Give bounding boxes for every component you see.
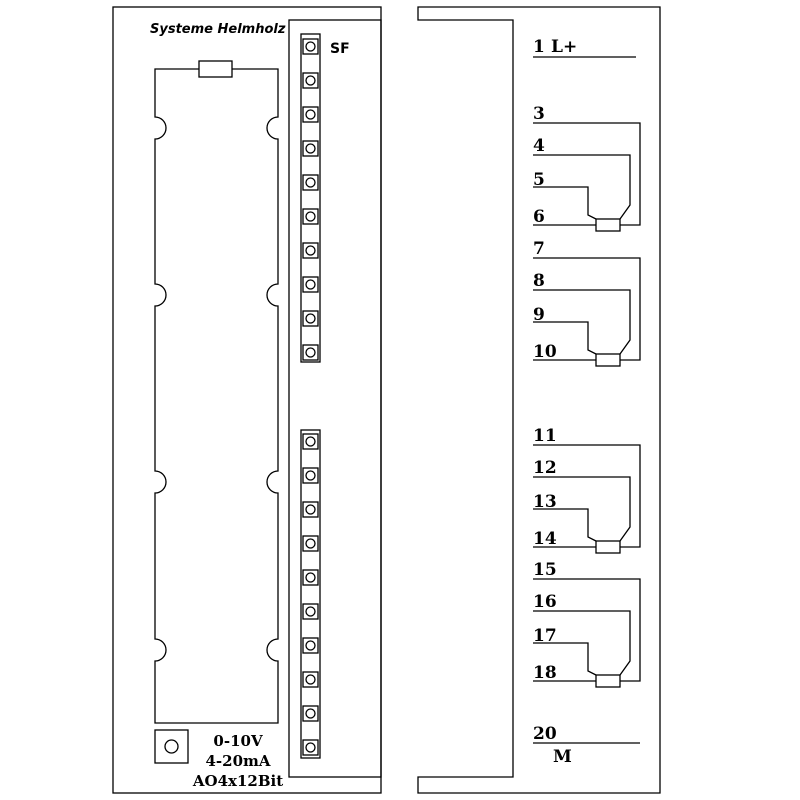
channel-2-sense-wire — [533, 289, 631, 355]
channel-3-signal-wire — [533, 508, 597, 542]
reset-button-circle-icon — [164, 739, 179, 754]
channel-3-outer-wire — [533, 444, 641, 548]
terminal-lplus-label: L+ — [551, 37, 577, 57]
terminal-11-number: 11 — [533, 426, 557, 446]
terminal-8-number: 8 — [533, 271, 545, 291]
led-top-6 — [302, 208, 319, 225]
terminal-cover-outline — [417, 6, 661, 794]
led-bottom-3 — [302, 501, 319, 518]
terminal-3-number: 3 — [533, 104, 545, 124]
terminal-9-number: 9 — [533, 305, 545, 325]
led-bottom-4 — [302, 535, 319, 552]
channel-4-outer-wire — [533, 578, 641, 682]
led-bottom-10 — [302, 739, 319, 756]
led-bottom-8-icon — [305, 674, 316, 685]
spec-current: 4-20mA — [205, 752, 270, 770]
terminal-7-number: 7 — [533, 239, 545, 259]
label-strip-cavity — [154, 68, 279, 724]
sf-label: SF — [330, 41, 350, 57]
led-top-9 — [302, 310, 319, 327]
spec-resolution: AO4x12Bit — [192, 772, 283, 790]
led-top-8-icon — [305, 279, 316, 290]
led-top-7-icon — [305, 245, 316, 256]
led-top-1-icon — [305, 41, 316, 52]
led-bottom-4-icon — [305, 538, 316, 549]
terminal-6-number: 6 — [533, 207, 545, 227]
channel-4-sense-wire — [533, 610, 631, 676]
led-bottom-7-icon — [305, 640, 316, 651]
channel-1-resistor-icon — [595, 218, 621, 232]
led-top-3-icon — [305, 109, 316, 120]
terminal-12-number: 12 — [533, 458, 557, 478]
led-bottom-1 — [302, 433, 319, 450]
terminal-4-number: 4 — [533, 136, 545, 156]
channel-3-sense-wire — [533, 476, 631, 542]
led-top-9-icon — [305, 313, 316, 324]
led-bottom-6 — [302, 603, 319, 620]
led-top-2-icon — [305, 75, 316, 86]
led-column-top — [300, 33, 321, 363]
led-bottom-1-icon — [305, 436, 316, 447]
channel-1-signal-wire — [533, 186, 597, 220]
led-bottom-6-icon — [305, 606, 316, 617]
led-top-5 — [302, 174, 319, 191]
led-bottom-7 — [302, 637, 319, 654]
led-top-4-icon — [305, 143, 316, 154]
led-strip-panel — [288, 19, 382, 778]
channel-2-wiring: 7 8 9 10 — [533, 239, 641, 367]
spec-voltage: 0-10V — [213, 732, 263, 750]
led-top-6-icon — [305, 211, 316, 222]
led-top-8 — [302, 276, 319, 293]
channel-4-signal-wire — [533, 642, 597, 676]
led-top-7 — [302, 242, 319, 259]
terminal-14-number: 14 — [533, 529, 557, 549]
terminal-20-number: 20 — [533, 724, 557, 744]
led-bottom-5 — [302, 569, 319, 586]
led-bottom-9 — [302, 705, 319, 722]
led-top-4 — [302, 140, 319, 157]
front-panel-outline — [112, 6, 382, 794]
terminal-m-label: M — [553, 747, 572, 767]
led-top-5-icon — [305, 177, 316, 188]
terminal-17-number: 17 — [533, 626, 557, 646]
terminal-18-number: 18 — [533, 663, 557, 683]
channel-4-wiring: 15 16 17 18 — [533, 560, 641, 688]
led-top-1 — [302, 38, 319, 55]
led-top-10-icon — [305, 347, 316, 358]
terminal-15-number: 15 — [533, 560, 557, 580]
channel-3-resistor-icon — [595, 540, 621, 554]
channel-2-resistor-icon — [595, 353, 621, 367]
led-column-bottom — [300, 429, 321, 759]
led-bottom-5-icon — [305, 572, 316, 583]
channel-3-wiring: 11 12 13 14 — [533, 426, 641, 554]
channel-1-outer-wire — [533, 122, 641, 226]
fuse-icon — [198, 60, 233, 78]
channel-1-wiring: 3 4 5 6 — [533, 104, 641, 232]
led-bottom-9-icon — [305, 708, 316, 719]
terminal-10-number: 10 — [533, 342, 557, 362]
led-top-2 — [302, 72, 319, 89]
led-top-10 — [302, 344, 319, 361]
led-top-3 — [302, 106, 319, 123]
brand-label: Systeme Helmholz — [150, 22, 286, 37]
led-bottom-10-icon — [305, 742, 316, 753]
terminal-5-number: 5 — [533, 170, 545, 190]
reset-button[interactable] — [154, 729, 189, 764]
led-bottom-2 — [302, 467, 319, 484]
led-bottom-8 — [302, 671, 319, 688]
channel-2-signal-wire — [533, 321, 597, 355]
terminal-16-number: 16 — [533, 592, 557, 612]
led-bottom-3-icon — [305, 504, 316, 515]
terminal-13-number: 13 — [533, 492, 557, 512]
terminal-1-number: 1 — [533, 37, 545, 57]
channel-2-outer-wire — [533, 257, 641, 361]
channel-1-sense-wire — [533, 154, 631, 220]
led-bottom-2-icon — [305, 470, 316, 481]
channel-4-resistor-icon — [595, 674, 621, 688]
